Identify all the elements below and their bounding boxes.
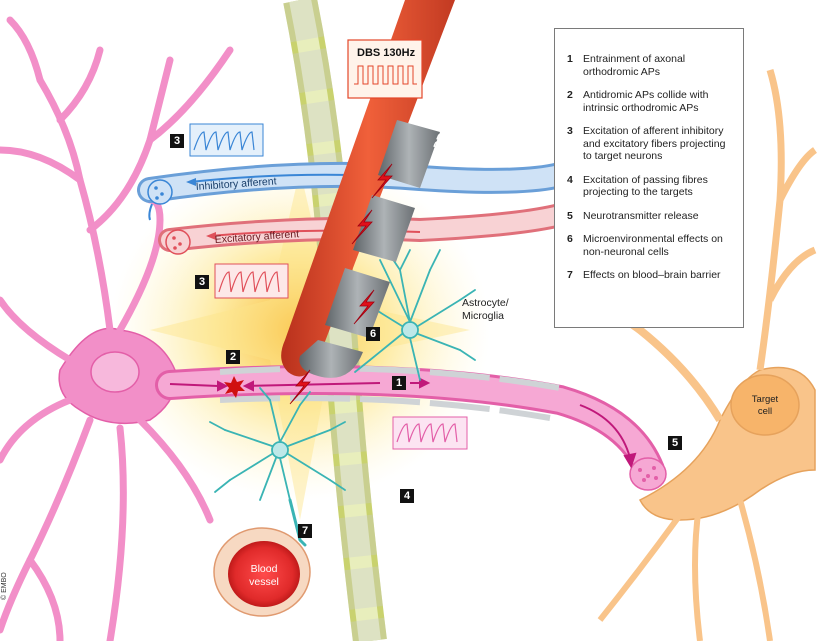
- neuron-axon: [155, 365, 667, 491]
- passing-fibre: [283, 0, 387, 641]
- legend-item: 2 Antidromic APs collide with intrinsic o…: [567, 89, 735, 114]
- copyright-text: © EMBO: [1, 572, 8, 600]
- axon-arrows: [169, 377, 637, 469]
- legend-number: 5: [567, 209, 573, 222]
- badge-3-excitatory: 3: [195, 275, 209, 289]
- excitatory-trace-box: [214, 263, 289, 299]
- astrocyte-microglia: [344, 249, 476, 381]
- blood-vessel-label-line2: vessel: [249, 576, 279, 588]
- legend-text: Neurotransmitter release: [583, 209, 699, 222]
- axon-trace-box: [392, 416, 468, 450]
- dbs-frequency-label: DBS 130Hz: [357, 47, 416, 59]
- legend-number: 4: [567, 173, 573, 186]
- source-neuron: [0, 16, 234, 641]
- astrocyte-label: Astrocyte/: [462, 297, 509, 309]
- electrode-label: DBS electrode: [432, 77, 471, 151]
- legend-number: 1: [567, 53, 573, 65]
- badge-2: 2: [226, 350, 240, 364]
- legend-item: 3 Excitation of afferent inhibitory and e…: [567, 125, 735, 163]
- dbs-signal-box: [347, 39, 423, 99]
- badge-3-inhibitory: 3: [170, 134, 184, 148]
- legend-item: 7 Effects on blood–brain barrier: [567, 269, 735, 282]
- microglia-label: Microglia: [462, 310, 504, 322]
- blood-vessel-label-line1: Blood: [251, 563, 278, 575]
- excitatory-afferent-label: Excitatory afferent: [214, 228, 299, 246]
- badge-5: 5: [668, 436, 682, 450]
- astrocyte-lower: [209, 387, 346, 547]
- legend-item: 6 Microenvironmental effects on non-neuro…: [567, 233, 735, 258]
- legend-number: 6: [567, 233, 573, 245]
- inhibitory-trace-box: [189, 123, 264, 157]
- target-cell-label-line2: cell: [758, 406, 772, 417]
- legend-text: Antidromic APs collide with intrinsic or…: [583, 89, 709, 114]
- legend-text: Excitation of afferent inhibitory and ex…: [583, 125, 726, 162]
- legend-number: 2: [567, 89, 573, 101]
- target-cell: [559, 68, 818, 641]
- stimulation-bolts: [289, 163, 393, 405]
- legend-text: Entrainment of axonal orthodromic APs: [583, 53, 686, 78]
- legend-number: 3: [567, 125, 573, 137]
- target-cell-label-line1: Target: [752, 394, 779, 405]
- legend-text: Effects on blood–brain barrier: [583, 269, 721, 281]
- badge-7: 7: [298, 524, 312, 538]
- legend-item: 4 Excitation of passing fibres projecting…: [567, 174, 735, 199]
- collision-star: [224, 376, 245, 398]
- legend-item: 5 Neurotransmitter release: [567, 210, 735, 223]
- badge-4: 4: [400, 489, 414, 503]
- legend-text: Excitation of passing fibres projecting …: [583, 173, 708, 199]
- legend-item: 1 Entrainment of axonal orthodromic APs: [567, 53, 735, 78]
- inhibitory-afferent-label: Inhibitory afferent: [195, 175, 277, 193]
- legend-text: Microenvironmental effects on non-neuron…: [583, 233, 723, 258]
- badge-6: 6: [366, 327, 380, 341]
- legend-number: 7: [567, 269, 573, 281]
- blood-vessel: [213, 527, 311, 617]
- badge-1: 1: [392, 376, 406, 390]
